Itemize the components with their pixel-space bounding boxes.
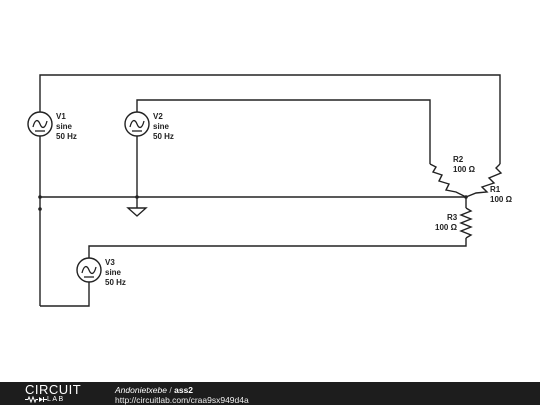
resistor-r2 — [429, 163, 467, 198]
r1-value: 100 Ω — [490, 195, 513, 204]
voltage-source-v2: V2 sine 50 Hz — [124, 111, 174, 141]
title-line: Andonietxebe / ass2 — [115, 385, 249, 395]
resistor-r3 — [459, 207, 473, 239]
v1-frequency: 50 Hz — [56, 132, 77, 141]
voltage-source-v3: V3 sine 50 Hz — [76, 257, 126, 287]
junction-dot — [38, 207, 42, 211]
r3-name: R3 — [447, 213, 458, 222]
author-link[interactable]: Andonietxebe — [115, 385, 167, 395]
r1-name: R1 — [490, 185, 501, 194]
v3-frequency: 50 Hz — [105, 278, 126, 287]
v2-name: V2 — [153, 112, 163, 121]
wire-v3-to-r3 — [88, 238, 467, 258]
r3-value: 100 Ω — [435, 223, 458, 232]
v1-name: V1 — [56, 112, 66, 121]
circuit-name[interactable]: ass2 — [174, 385, 194, 395]
ground-symbol — [126, 207, 148, 217]
circuitlab-logo[interactable]: CIRCUIT LAB — [25, 383, 95, 405]
logo-text-top: CIRCUIT — [25, 382, 82, 397]
resistor-r1 — [465, 163, 503, 198]
wires — [39, 74, 501, 307]
v1-type: sine — [56, 122, 73, 131]
voltage-source-v1: V1 sine 50 Hz — [27, 111, 77, 141]
v2-frequency: 50 Hz — [153, 132, 174, 141]
v2-type: sine — [153, 122, 170, 131]
footer-bar: CIRCUIT LAB Andonietxebe / ass2 http://c… — [0, 382, 540, 405]
resistor-diode-icon — [25, 396, 47, 403]
circuit-info: Andonietxebe / ass2 http://circuitlab.co… — [115, 385, 249, 405]
circuit-url[interactable]: http://circuitlab.com/craa9sx949d4a — [115, 395, 249, 405]
junction-dot — [38, 195, 42, 199]
junction-dot — [464, 195, 468, 199]
circuit-schematic: V1 sine 50 Hz V2 sine 50 Hz V3 sine 50 H… — [27, 74, 513, 307]
v3-name: V3 — [105, 258, 115, 267]
r2-name: R2 — [453, 155, 464, 164]
logo-lab-text: LAB — [47, 396, 65, 403]
v3-type: sine — [105, 268, 122, 277]
separator: / — [169, 385, 172, 395]
wire-v1-to-v3-bottom — [40, 282, 90, 307]
junction-dot — [135, 195, 139, 199]
r2-value: 100 Ω — [453, 165, 476, 174]
wire-v2-to-r2 — [136, 99, 431, 164]
wire-top-loop — [39, 74, 501, 164]
logo-text-bottom: LAB — [25, 396, 65, 404]
